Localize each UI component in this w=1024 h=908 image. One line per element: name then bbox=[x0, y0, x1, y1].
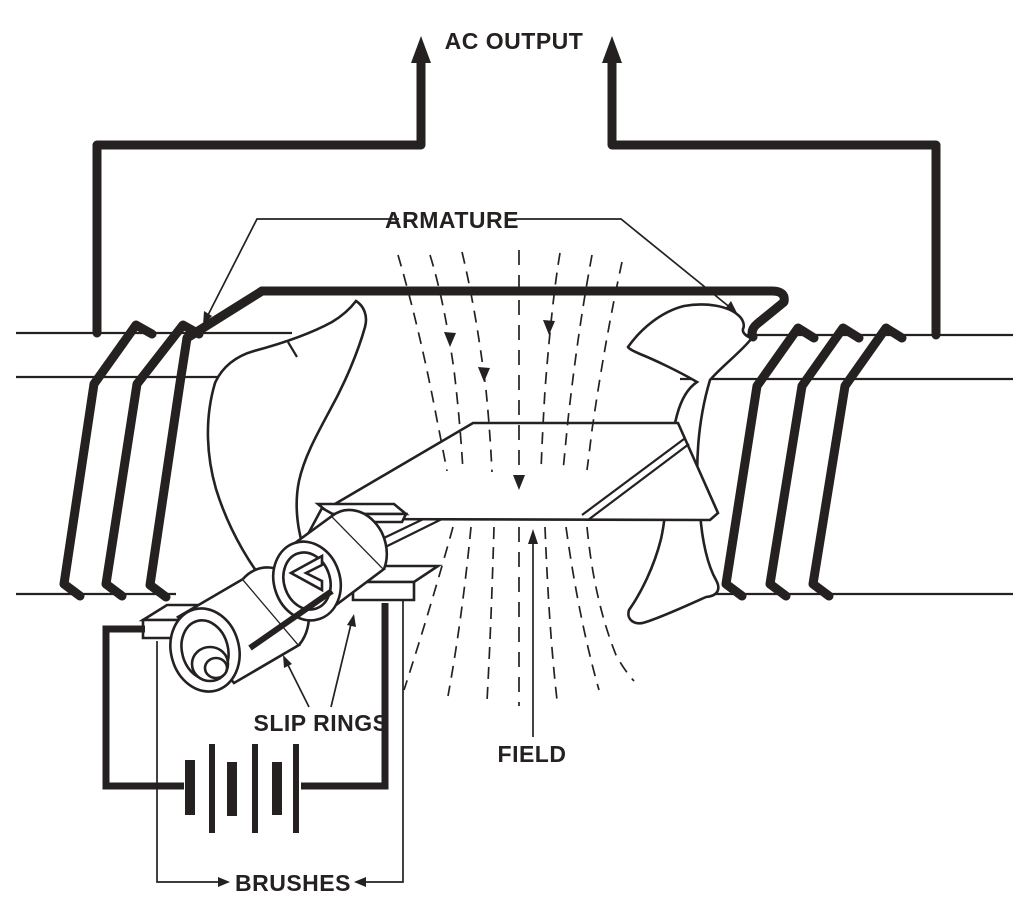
label-field: FIELD bbox=[498, 741, 567, 767]
loop-far-edge-a bbox=[581, 438, 685, 516]
slip-rings-leader-left bbox=[286, 662, 310, 708]
dc-wire-left bbox=[102, 625, 184, 790]
field-flux-lines bbox=[397, 250, 635, 706]
winding-right-turn-1 bbox=[721, 323, 819, 601]
flux-line-7-top bbox=[586, 261, 623, 471]
label-ac-output: AC OUTPUT bbox=[445, 28, 584, 54]
rotor-shaft-segment bbox=[248, 588, 334, 651]
battery-plate-long bbox=[209, 744, 215, 833]
brushes-leader-right bbox=[366, 601, 404, 883]
battery-plate-short bbox=[272, 762, 282, 815]
ac-lead-right bbox=[607, 53, 941, 340]
brushes-leader-left bbox=[156, 641, 218, 883]
leader-arrow-icon bbox=[283, 655, 292, 668]
ac-output-arrow-icon bbox=[602, 36, 622, 63]
slip-ring-1-sleeve-bore bbox=[203, 656, 229, 680]
leader-arrow-icon bbox=[218, 877, 230, 887]
flux-line-3-bottom bbox=[486, 526, 495, 702]
dc-wire-right bbox=[301, 603, 389, 790]
slip-rings-leader-right bbox=[330, 623, 352, 708]
armature-leader-right bbox=[505, 218, 733, 310]
ac-output-arrow-icon bbox=[411, 36, 431, 63]
slip-ring-2-back-cap bbox=[331, 508, 389, 570]
label-armature: ARMATURE bbox=[385, 207, 519, 233]
flux-line-2-top bbox=[429, 254, 464, 472]
winding-left-turn-1 bbox=[59, 320, 157, 601]
label-brushes: BRUSHES bbox=[235, 870, 351, 896]
leader-arrow-icon bbox=[528, 529, 538, 544]
battery-plate-short bbox=[227, 762, 237, 816]
armature-top-bar bbox=[257, 286, 789, 342]
flux-line-6-bottom bbox=[565, 526, 600, 691]
flux-line-5-bottom bbox=[544, 526, 558, 701]
flux-line-1-top bbox=[397, 254, 448, 472]
ac-circuit-and-windings bbox=[59, 36, 941, 602]
winding-right-turn-2 bbox=[765, 323, 864, 601]
flux-arrow-down-icon bbox=[513, 475, 525, 490]
flux-line-6-top bbox=[562, 254, 593, 472]
battery-circuit bbox=[102, 603, 389, 833]
battery-plate-long bbox=[293, 744, 299, 833]
flux-arrow-down-icon bbox=[478, 367, 490, 382]
leader-arrow-icon bbox=[203, 311, 212, 325]
battery-plate-long bbox=[252, 744, 258, 833]
ac-lead-left bbox=[92, 53, 426, 338]
flux-arrow-down-icon bbox=[543, 320, 555, 335]
brush-2-front bbox=[351, 580, 416, 602]
loop-far-edge-b bbox=[587, 443, 690, 521]
flux-arrow-down-icon bbox=[444, 332, 456, 347]
labels: AC OUTPUT ARMATURE SLIP RINGS FIELD BRUS… bbox=[235, 28, 583, 896]
winding-left-turn-2 bbox=[101, 320, 204, 601]
leader-arrow-icon bbox=[347, 614, 356, 627]
flux-line-2-bottom bbox=[447, 526, 472, 697]
label-slip-rings: SLIP RINGS bbox=[254, 710, 389, 736]
winding-left-turn-3 bbox=[145, 286, 267, 602]
flux-line-1-bottom bbox=[403, 526, 454, 691]
battery-plate-short bbox=[185, 760, 195, 815]
shaft-key-chevron bbox=[288, 553, 324, 593]
battery-symbol bbox=[185, 744, 299, 833]
leader-arrow-icon bbox=[725, 301, 737, 313]
winding-right-turn-3 bbox=[808, 323, 907, 601]
leader-arrow-icon bbox=[354, 877, 366, 887]
flux-line-5-top bbox=[540, 252, 561, 473]
flux-line-7-bottom bbox=[586, 526, 635, 682]
callout-leaders bbox=[156, 218, 737, 887]
pole-tip-cap-line-left bbox=[287, 341, 298, 358]
armature-leader-left bbox=[206, 218, 399, 318]
slip-ring-assembly bbox=[138, 508, 443, 693]
